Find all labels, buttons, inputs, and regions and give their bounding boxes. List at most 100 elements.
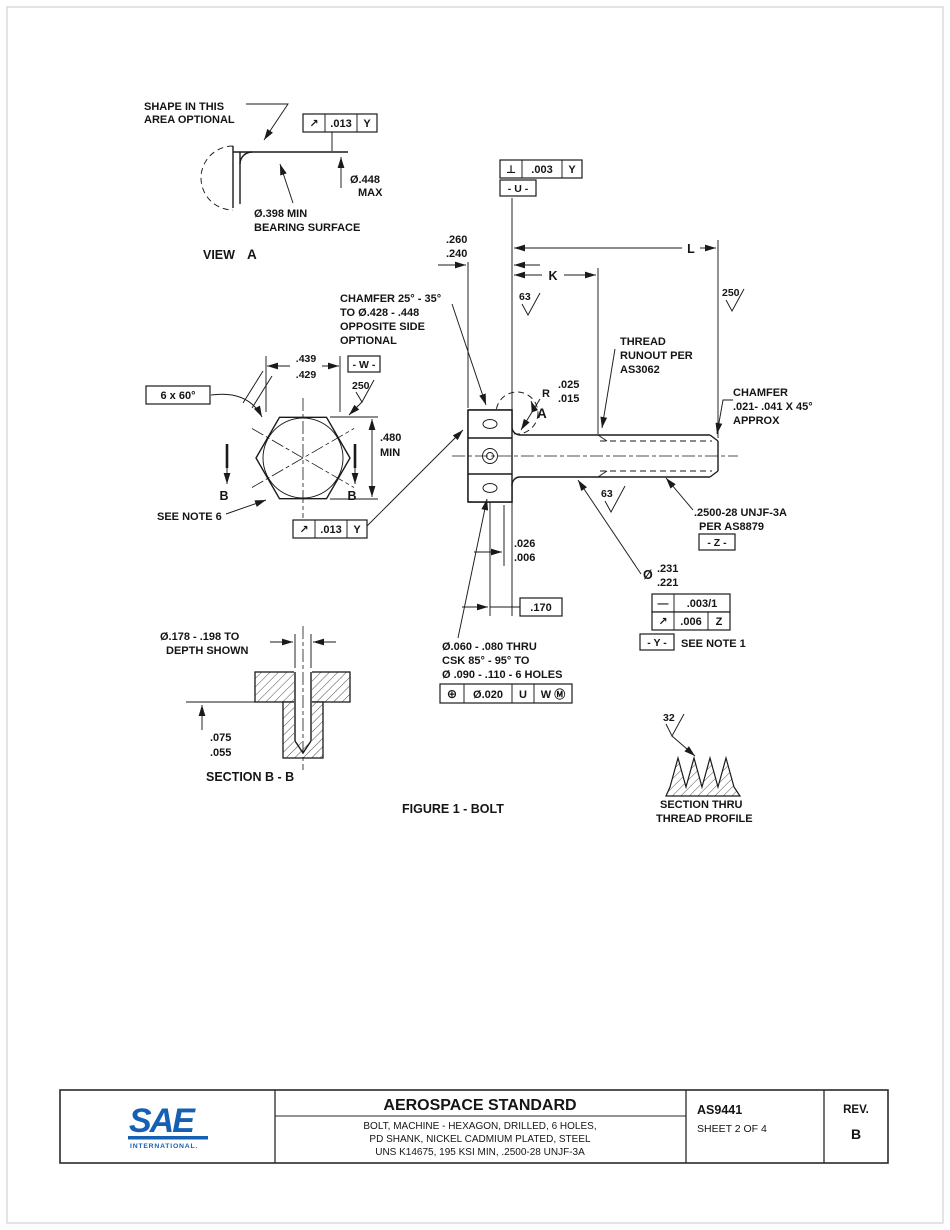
bearing-note-line-2: BEARING SURFACE <box>254 222 360 234</box>
hole-note-line-1: Ø.178 - .198 TO <box>160 631 240 643</box>
underhead-profile <box>200 145 348 211</box>
finish-63-value: 63 <box>601 488 613 500</box>
min-height-value: .480 <box>380 432 401 444</box>
fcf-perpendicularity: ⊥ .003 Y <box>499 159 583 179</box>
thread-section-caption-1: SECTION THRU <box>660 799 743 811</box>
datum-w: - W - <box>347 355 381 373</box>
perpendicularity-symbol-icon: ⊥ <box>506 164 516 176</box>
shank-dia-max: .231 <box>657 563 678 575</box>
angle-leader <box>210 393 263 418</box>
bolt-body <box>452 409 738 503</box>
chamfer-end-line: .021- .041 X 45° <box>733 401 813 413</box>
dim-l-label: L <box>687 242 695 256</box>
rev-label: REV. <box>843 1104 869 1116</box>
section-letter-right: B <box>347 489 356 503</box>
dia-max-suffix: MAX <box>358 187 383 199</box>
dia-max-value: Ø.448 <box>350 174 380 186</box>
fcf-runout-hex: ↗ .013 Y <box>292 429 464 539</box>
rev-value: B <box>851 1126 861 1142</box>
title-line-3: UNS K14675, 195 KSI MIN, .2500-28 UNJF-3… <box>375 1147 585 1158</box>
head-thickness-max: .260 <box>446 234 467 246</box>
hex-outline <box>255 416 351 500</box>
datum-y-label: - Y - <box>647 637 667 649</box>
sae-logo: SAE INTERNATIONAL. <box>128 1102 208 1150</box>
washer-face-min: .006 <box>514 552 535 564</box>
title-line-1: BOLT, MACHINE - HEXAGON, DRILLED, 6 HOLE… <box>363 1121 596 1132</box>
section-body <box>186 626 351 770</box>
shank-dia-min: .221 <box>657 577 678 589</box>
position-symbol-icon: ⊕ <box>447 687 457 701</box>
runout-symbol-icon: ↗ <box>299 524 308 536</box>
section-caption: SECTION B - B <box>206 770 294 784</box>
holes-note-line: CSK 85° - 95° TO <box>442 655 530 667</box>
finish-check-icon <box>725 288 745 312</box>
chamfer-note-line: CHAMFER 25° - 35° <box>340 293 441 305</box>
radius-min: .015 <box>558 393 579 405</box>
runout-symbol-icon: ↗ <box>309 118 318 130</box>
thread-spec-line: PER AS8879 <box>699 521 764 533</box>
chamfer-end-note: CHAMFER .021- .041 X 45° APPROX <box>715 387 813 435</box>
dim-L: L <box>514 240 719 438</box>
chamfer-note-line: TO Ø.428 - .448 <box>340 307 419 319</box>
fcf-datum: Z <box>716 616 723 628</box>
detail-letter-a: A <box>537 406 547 421</box>
fcf-runout-shank: ↗ .006 Z <box>651 611 731 631</box>
fcf-tolerance: .003/1 <box>687 598 718 610</box>
sae-logo-sub: INTERNATIONAL. <box>130 1143 198 1150</box>
see-note-1: SEE NOTE 1 <box>681 638 746 650</box>
finish-check-icon <box>521 292 541 316</box>
runout-symbol-icon: ↗ <box>658 616 667 628</box>
radius-prefix: R <box>542 388 550 400</box>
dim-across-flats: .439 .429 <box>265 353 341 412</box>
thread-runout-line: RUNOUT PER <box>620 350 693 362</box>
datum-u: - U - <box>499 179 537 197</box>
dim-shank-dia: Ø .231 .221 <box>577 479 678 589</box>
chamfer-end-line: APPROX <box>733 415 780 427</box>
optional-shape-arc <box>200 145 234 211</box>
thread-profile-detail: 32 SECTION THRU THREAD PROFILE <box>656 712 753 825</box>
fcf-runout-view-a: ↗ .013 Y <box>302 113 378 133</box>
sae-logo-underline <box>128 1136 208 1140</box>
datum-y: - Y - SEE NOTE 1 <box>639 633 746 651</box>
section-letter-left: B <box>219 489 228 503</box>
head-thickness-min: .240 <box>446 248 467 260</box>
leader-shape-note <box>246 103 289 141</box>
fcf-datum: Y <box>568 164 576 176</box>
fcf-datum-1: U <box>519 689 527 701</box>
thread-section-caption-2: THREAD PROFILE <box>656 813 753 825</box>
chamfer-note-line: OPPOSITE SIDE <box>340 321 425 333</box>
dim-K: K <box>514 268 599 434</box>
chamfer-note-line: OPTIONAL <box>340 335 397 347</box>
view-a: SHAPE IN THIS AREA OPTIONAL ↗ .013 Y Ø.4… <box>144 101 383 262</box>
wall-dim-min: .055 <box>210 747 231 759</box>
fcf-tolerance: .003 <box>531 164 552 176</box>
shape-note-line-1: SHAPE IN THIS <box>144 101 224 113</box>
basic-dim-value: .170 <box>530 602 551 614</box>
datum-z-label: - Z - <box>707 537 727 549</box>
holes-note: Ø.060 - .080 THRU CSK 85° - 95° TO Ø .09… <box>442 498 562 681</box>
surface-finish-250-right: 250 <box>722 287 745 312</box>
finish-250-value: 250 <box>352 380 370 392</box>
bearing-note-line-1: Ø.398 MIN <box>254 208 307 220</box>
thread-spec: .2500-28 UNJF-3A PER AS8879 - Z - <box>665 477 787 551</box>
dim-head-thickness: .260 .240 <box>438 234 540 408</box>
fcf-datum: Y <box>363 118 371 130</box>
radius-max: .025 <box>558 379 579 391</box>
straightness-symbol-icon: — <box>658 598 669 610</box>
chamfer-head-note: CHAMFER 25° - 35° TO Ø.428 - .448 OPPOSI… <box>340 293 487 406</box>
finish-250-value: 250 <box>722 287 740 299</box>
thread-runout-line: AS3062 <box>620 364 660 376</box>
datum-u-label: - U - <box>508 183 529 195</box>
fcf-position: ⊕ Ø.020 U W Ⓜ <box>439 683 573 704</box>
main-bolt-view: ⊥ .003 Y - U - .260 .240 L <box>340 159 813 816</box>
fcf-tolerance: .006 <box>680 616 701 628</box>
hole-width-dim <box>270 634 336 668</box>
finish-63-value: 63 <box>519 291 531 303</box>
fcf-straightness: — .003/1 <box>651 593 731 613</box>
view-a-caption: VIEW <box>203 248 235 262</box>
figure-caption: FIGURE 1 - BOLT <box>402 802 504 816</box>
finish-check-icon <box>604 485 626 513</box>
section-cut-b-b: B B <box>219 444 359 503</box>
